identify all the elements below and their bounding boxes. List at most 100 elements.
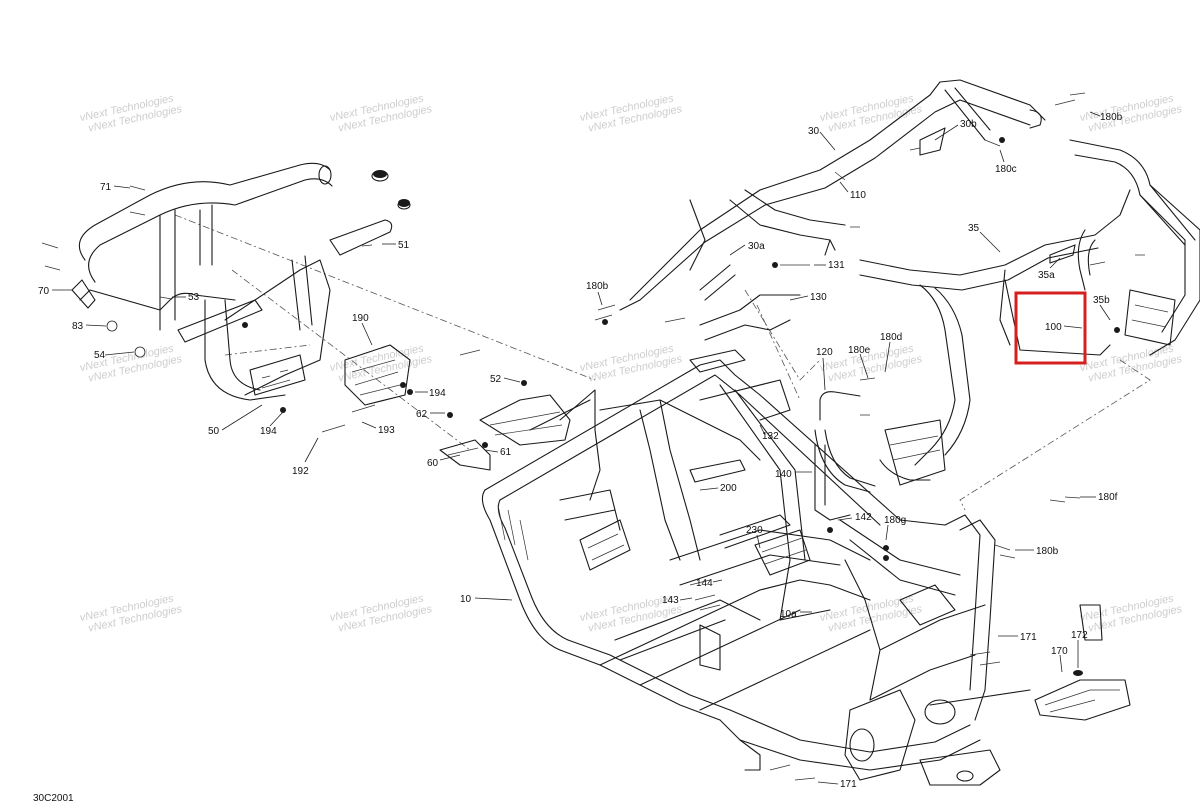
svg-text:53: 53 <box>188 292 200 303</box>
roll-cage-assembly <box>619 79 1200 486</box>
svg-text:180c: 180c <box>995 164 1017 175</box>
svg-text:30a: 30a <box>748 241 765 252</box>
rops-bar-assembly <box>814 391 876 521</box>
callout-30b: 30b <box>934 119 977 141</box>
callout-180b-left: 180b <box>586 281 609 306</box>
callout-180e: 180e <box>848 345 871 379</box>
svg-text:132: 132 <box>762 431 779 442</box>
svg-text:170: 170 <box>1051 646 1068 657</box>
svg-text:10: 10 <box>460 594 472 605</box>
drawing-code: 30C2001 <box>33 793 74 804</box>
callout-194-right: 194 <box>415 388 446 399</box>
callout-35: 35 <box>968 223 1001 253</box>
svg-text:61: 61 <box>500 447 512 458</box>
main-chassis-frame <box>479 349 1031 786</box>
svg-text:35a: 35a <box>1038 270 1055 281</box>
svg-text:230: 230 <box>746 525 763 536</box>
svg-text:143: 143 <box>662 595 679 606</box>
svg-text:144: 144 <box>696 578 713 589</box>
svg-text:70: 70 <box>38 286 50 297</box>
callout-180g: 180g <box>884 515 906 541</box>
callout-35a: 35a <box>1038 257 1061 281</box>
callout-70: 70 <box>38 286 72 297</box>
callout-83: 83 <box>72 321 107 332</box>
svg-text:62: 62 <box>416 409 428 420</box>
svg-text:190: 190 <box>352 313 369 324</box>
svg-text:194: 194 <box>260 426 277 437</box>
svg-text:180b: 180b <box>586 281 609 292</box>
callout-62: 62 <box>416 409 445 420</box>
callout-192: 192 <box>292 437 319 477</box>
callout-230: 230 <box>746 525 763 549</box>
callout-130: 130 <box>789 292 827 303</box>
bracket-assembly-190 <box>344 344 491 471</box>
callout-190: 190 <box>352 313 373 346</box>
svg-text:193: 193 <box>378 425 395 436</box>
callout-180d: 180d <box>880 332 902 373</box>
callout-71: 71 <box>100 182 131 193</box>
highlight-box-item-100 <box>1014 291 1087 365</box>
svg-text:35b: 35b <box>1093 295 1110 306</box>
svg-text:83: 83 <box>72 321 84 332</box>
svg-text:71: 71 <box>100 182 112 193</box>
svg-text:200: 200 <box>720 483 737 494</box>
callout-140: 140 <box>775 469 812 480</box>
callout-30a: 30a <box>729 241 765 256</box>
callout-51: 51 <box>382 240 410 251</box>
callout-30: 30 <box>808 126 836 151</box>
svg-text:180b: 180b <box>1036 546 1059 557</box>
svg-text:50: 50 <box>208 426 220 437</box>
callout-200: 200 <box>699 483 737 494</box>
callout-54: 54 <box>94 350 135 361</box>
svg-text:180f: 180f <box>1098 492 1118 503</box>
callout-131: 131 <box>814 260 845 271</box>
callout-labels: 10 10a 30 30a 30b 35 35a 35b 50 51 52 53… <box>38 111 1123 790</box>
callout-142: 142 <box>837 512 872 523</box>
svg-text:30b: 30b <box>960 119 977 130</box>
svg-text:54: 54 <box>94 350 106 361</box>
callout-171-bottom: 171 <box>817 779 857 790</box>
callout-144: 144 <box>696 578 723 589</box>
svg-text:52: 52 <box>490 374 502 385</box>
callout-50: 50 <box>208 404 263 437</box>
svg-text:100: 100 <box>1045 322 1062 333</box>
callout-120: 120 <box>816 347 833 391</box>
callout-53: 53 <box>172 292 200 303</box>
callout-193: 193 <box>361 421 395 436</box>
svg-text:180g: 180g <box>884 515 906 526</box>
svg-text:192: 192 <box>292 466 309 477</box>
callout-172: 172 <box>1071 630 1088 668</box>
svg-text:10a: 10a <box>780 609 797 620</box>
callout-35b: 35b <box>1093 295 1111 321</box>
svg-text:172: 172 <box>1071 630 1088 641</box>
svg-text:171: 171 <box>1020 632 1037 643</box>
svg-text:180d: 180d <box>880 332 902 343</box>
callout-180b-right: 180b <box>1015 546 1059 557</box>
callout-10: 10 <box>460 594 513 605</box>
bracket-assembly-170 <box>1034 604 1131 721</box>
svg-text:180b: 180b <box>1100 112 1123 123</box>
callout-194-left: 194 <box>260 411 284 437</box>
svg-text:60: 60 <box>427 458 439 469</box>
callout-52: 52 <box>490 374 521 385</box>
svg-text:171: 171 <box>840 779 857 790</box>
svg-text:180e: 180e <box>848 345 871 356</box>
svg-text:35: 35 <box>968 223 980 234</box>
assembly-guide-lines <box>174 214 1151 511</box>
callout-61: 61 <box>484 447 512 458</box>
callout-171-top: 171 <box>998 632 1037 643</box>
front-bumper-assembly <box>71 162 411 401</box>
callout-10a: 10a <box>780 609 812 620</box>
callout-180c: 180c <box>995 149 1017 175</box>
callout-100: 100 <box>1045 322 1083 333</box>
svg-text:30: 30 <box>808 126 820 137</box>
svg-text:110: 110 <box>850 190 866 201</box>
svg-text:142: 142 <box>855 512 872 523</box>
svg-text:194: 194 <box>429 388 446 399</box>
hardware-fasteners <box>41 92 1145 781</box>
callout-60: 60 <box>427 454 461 469</box>
callout-132: 132 <box>759 424 779 442</box>
svg-text:51: 51 <box>398 240 410 251</box>
